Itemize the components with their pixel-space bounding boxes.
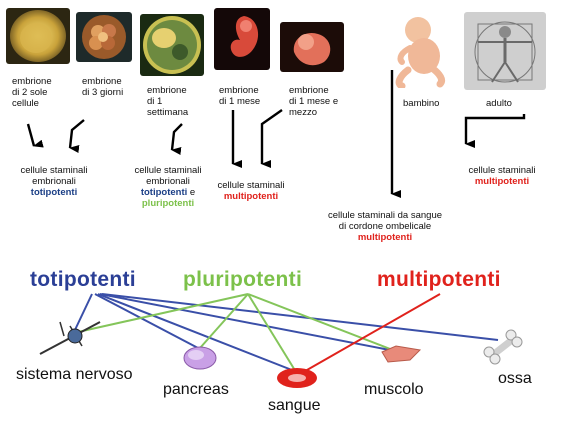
title-multipotenti: multipotenti xyxy=(377,268,501,291)
cell-group-5-line1: cellule staminali xyxy=(468,165,536,176)
link-toti-bone xyxy=(101,293,499,341)
organ-label-muscle: muscolo xyxy=(364,381,424,398)
title-pluripotenti: pluripotenti xyxy=(183,268,303,291)
cell-group-2-line2: embrionali xyxy=(146,176,190,187)
cell-group-4-multipotenti: multipotenti xyxy=(357,232,413,243)
cell-group-1-totipotenti: totipotenti xyxy=(30,187,78,198)
stage-label-1-month: embrione di 1 mese xyxy=(219,85,261,107)
organ-label-bone: ossa xyxy=(498,370,532,387)
organ-label-nervous-system: sistema nervoso xyxy=(16,366,133,383)
neuron-icon xyxy=(39,321,101,355)
link-pluri-nervous xyxy=(77,293,249,333)
embryo-1-5-month-image xyxy=(280,22,344,72)
link-pluri-pancreas xyxy=(199,293,249,349)
link-toti-muscle xyxy=(99,293,401,353)
pancreas-cell-icon xyxy=(183,346,217,370)
stage-label-1-week: embrione di 1 settimana xyxy=(147,85,189,118)
arrow-adult xyxy=(464,114,526,148)
cell-group-2-pluripotenti: pluripotenti xyxy=(141,198,195,209)
link-pluri-blood xyxy=(247,293,297,373)
muscle-cell-icon xyxy=(381,345,422,363)
baby-image xyxy=(388,14,452,88)
adult-image xyxy=(464,12,546,90)
title-totipotenti: totipotenti xyxy=(30,268,136,291)
cell-group-3-line1: cellule staminali xyxy=(217,180,285,191)
cell-group-multipotent-adult: cellule staminali multipotenti xyxy=(454,165,550,187)
stage-label-1-5-month: embrione di 1 mese e mezzo xyxy=(289,85,339,118)
link-toti-nervous xyxy=(73,293,93,333)
embryo-1-month-image xyxy=(214,8,270,70)
cell-group-3-multipotenti: multipotenti xyxy=(223,191,279,202)
red-blood-cell-icon xyxy=(277,368,317,388)
stage-label-baby: bambino xyxy=(403,98,440,109)
cell-group-cord-blood: cellule staminali da sangue di cordone o… xyxy=(310,210,460,243)
cell-group-totipotent: cellule staminali embrionali totipotenti xyxy=(4,165,104,198)
arrow-2-cells xyxy=(26,123,44,148)
arrow-1-week xyxy=(170,123,183,155)
embryo-3-days-image xyxy=(76,12,132,62)
cell-group-4-line2: di cordone ombelicale xyxy=(338,221,432,232)
cell-group-2-and: e xyxy=(187,187,196,198)
stage-label-3-days: embrione di 3 giorni xyxy=(82,76,124,98)
embryo-2-cells-image xyxy=(6,8,70,64)
cell-group-multipotent-1: cellule staminali multipotenti xyxy=(206,180,296,202)
arrow-3-days xyxy=(68,119,85,153)
cell-group-4-line1: cellule staminali da sangue xyxy=(327,210,443,221)
arrow-1-5-month xyxy=(260,109,283,168)
cell-group-1-line1: cellule staminali xyxy=(20,165,88,176)
link-pluri-muscle xyxy=(247,293,399,353)
link-toti-blood xyxy=(97,293,298,373)
cell-group-toti-pluri: cellule staminali embrionali totipotenti… xyxy=(116,165,220,209)
pluripotent-links xyxy=(77,293,399,373)
cell-group-5-multipotenti: multipotenti xyxy=(474,176,530,187)
organ-label-pancreas: pancreas xyxy=(163,381,229,398)
bone-icon xyxy=(483,329,523,365)
embryo-1-week-image xyxy=(140,14,204,76)
stage-label-2-cells: embrione di 2 sole cellule xyxy=(12,76,52,109)
stage-label-adult: adulto xyxy=(486,98,512,109)
cell-group-1-line2: embrionali xyxy=(32,176,76,187)
link-toti-pancreas xyxy=(94,293,199,349)
totipotent-links xyxy=(73,293,499,373)
cell-group-2-line1: cellule staminali xyxy=(134,165,202,176)
link-multi-blood xyxy=(299,293,441,375)
cell-group-2-totipotenti: totipotenti xyxy=(140,187,188,198)
organ-label-blood: sangue xyxy=(268,397,321,414)
